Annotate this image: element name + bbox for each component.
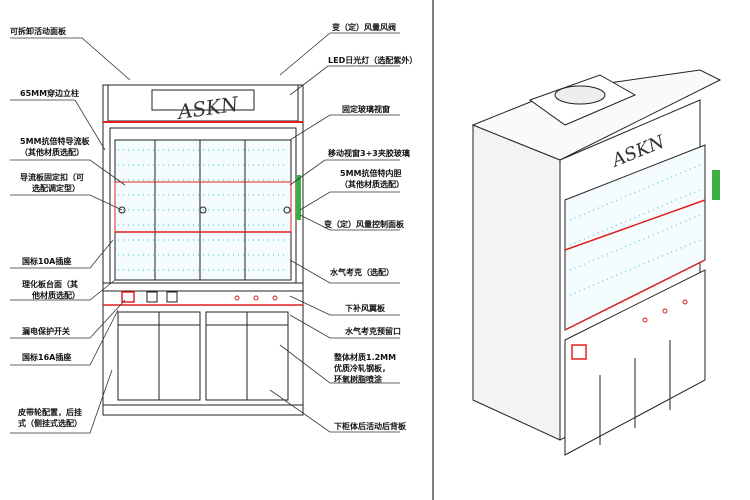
- label-removable-panel: 可拆卸活动面板: [10, 27, 66, 36]
- leakage-switch: [121, 291, 135, 303]
- label-water-gas-valve: 水气考克（选配）: [330, 268, 394, 277]
- label-baffle-clip: 导流板固定扣（可选配调定型）: [20, 173, 84, 193]
- exhaust-fan: [554, 85, 606, 105]
- label-pulley: 皮带轮配置，后挂式（侧挂式选配）: [18, 408, 82, 428]
- label-worktop: 理化板台面（其他材质选配）: [22, 280, 80, 300]
- label-leakage-switch: 漏电保护开关: [22, 327, 70, 336]
- label-led-light: LED日光灯（选配紫外）: [328, 56, 418, 65]
- label-airfoil: 下补风翼板: [345, 304, 385, 313]
- side-panel: [472, 124, 561, 441]
- label-baffle: 5MM抗倍特导流板（其他材质选配）: [20, 137, 90, 157]
- control-panel: [296, 175, 301, 220]
- label-column: 65MM穿边立柱: [20, 89, 80, 98]
- label-liner: 5MM抗倍特内胆（其他材质选配）: [340, 169, 404, 189]
- front-view: ASKN: [102, 84, 304, 416]
- socket: [146, 291, 158, 303]
- label-16a-socket: 国标16A插座: [22, 353, 72, 362]
- socket: [166, 291, 178, 303]
- label-air-valve: 变（定）风量风阀: [332, 23, 396, 32]
- glass-area: [114, 139, 292, 281]
- label-valve-port: 水气考克预留口: [345, 327, 401, 336]
- label-back-panel: 下柜体后活动后背板: [334, 422, 406, 431]
- air-valve: [151, 89, 255, 111]
- isometric-view: ASKN: [471, 69, 722, 456]
- label-control-panel: 变（定）风量控制面板: [324, 220, 404, 229]
- logo-front: ASKN: [174, 92, 241, 125]
- label-fixed-window: 固定玻璃视窗: [342, 105, 390, 114]
- label-10a-socket: 国标10A插座: [22, 257, 72, 266]
- label-sash: 移动视窗3+3夹胶玻璃: [328, 149, 410, 158]
